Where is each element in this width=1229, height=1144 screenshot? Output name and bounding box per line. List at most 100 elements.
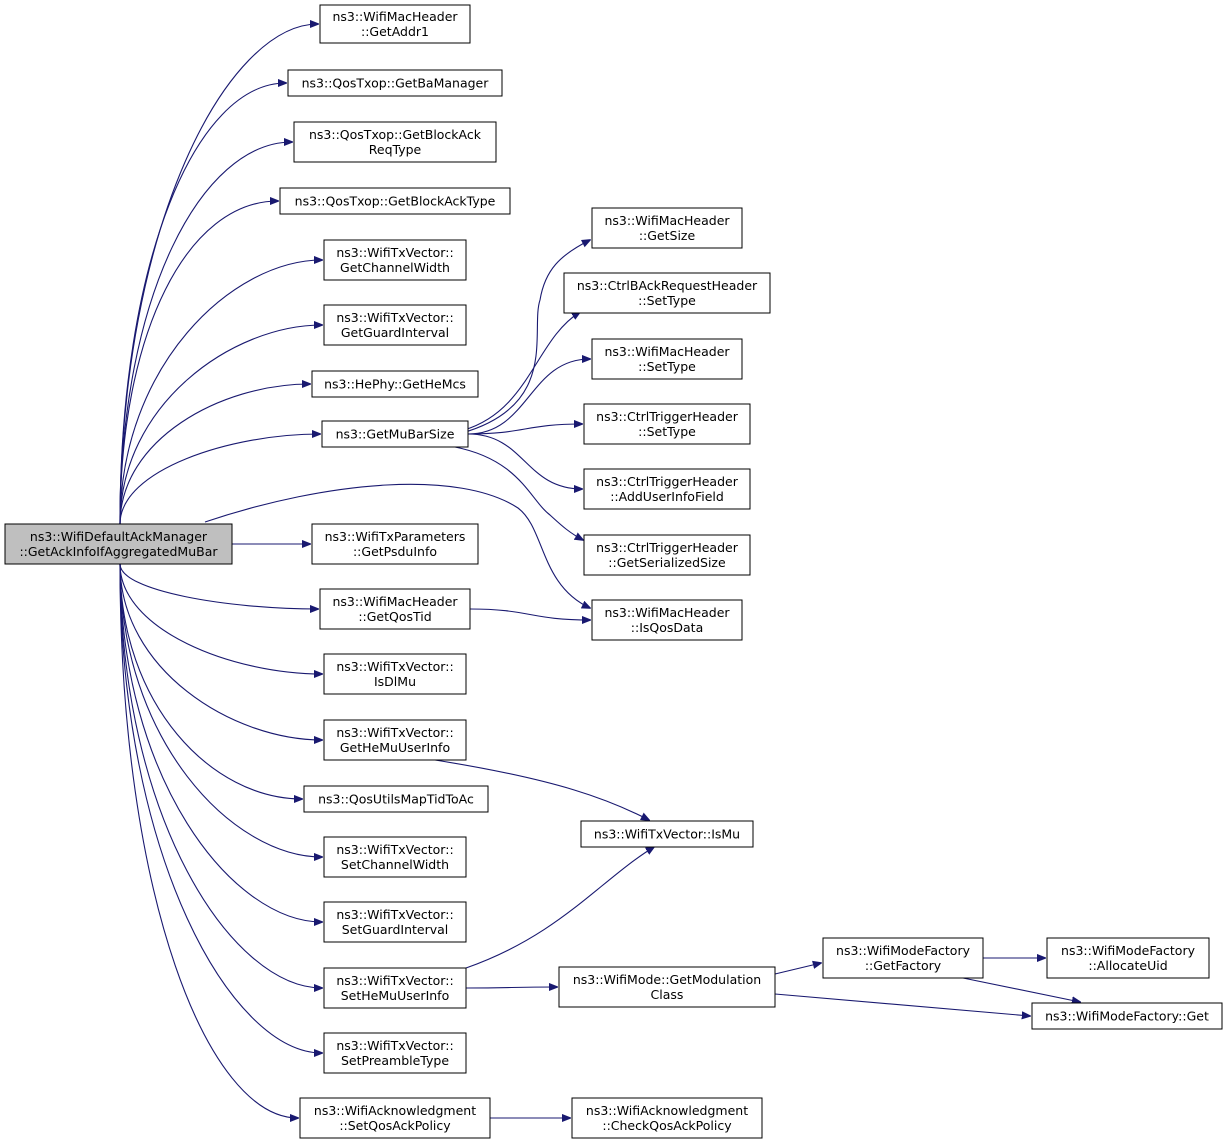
- edge-getmubarsize-to-adduserinfofield: [467, 433, 582, 489]
- node-getsize[interactable]: ns3::WifiMacHeader::GetSize: [591, 207, 743, 249]
- edge-root-to-qosutilsmaptidtoac: [119, 563, 302, 799]
- node-getguardinterval[interactable]: ns3::WifiTxVector::GetGuardInterval: [323, 304, 467, 346]
- node-getblockacktype[interactable]: ns3::QosTxop::GetBlockAckType: [279, 187, 511, 215]
- node-label: GetGuardInterval: [341, 325, 449, 340]
- node-label: Class: [651, 987, 684, 1002]
- node-adduserinfofield[interactable]: ns3::CtrlTriggerHeader::AddUserInfoField: [583, 468, 751, 510]
- node-setqosackpolicy[interactable]: ns3::WifiAcknowledgment::SetQosAckPolicy: [299, 1097, 491, 1139]
- edges-layer: [119, 24, 1080, 1118]
- node-setchannelwidth[interactable]: ns3::WifiTxVector::SetChannelWidth: [323, 836, 467, 878]
- node-getserializedsize[interactable]: ns3::CtrlTriggerHeader::GetSerializedSiz…: [583, 534, 751, 576]
- node-label: ns3::WifiMacHeader: [604, 605, 730, 620]
- node-isdlmu[interactable]: ns3::WifiTxVector::IsDlMu: [323, 653, 467, 695]
- node-ismu[interactable]: ns3::WifiTxVector::IsMu: [580, 820, 754, 848]
- node-box: [1031, 1002, 1223, 1030]
- node-box: [563, 272, 771, 314]
- node-label: ns3::CtrlTriggerHeader: [596, 474, 739, 489]
- node-box: [311, 370, 479, 398]
- node-box: [822, 937, 984, 979]
- node-box: [583, 468, 751, 510]
- node-label: ns3::CtrlTriggerHeader: [596, 409, 739, 424]
- edge-root-to-getaddr1: [119, 24, 318, 525]
- node-label: ns3::WifiTxVector::: [336, 725, 453, 740]
- node-getbamanager[interactable]: ns3::QosTxop::GetBaManager: [287, 69, 503, 97]
- node-label: ::GetSize: [639, 228, 696, 243]
- node-allocateuid[interactable]: ns3::WifiModeFactory::AllocateUid: [1046, 937, 1210, 979]
- node-checkqosackpolicy[interactable]: ns3::WifiAcknowledgment::CheckQosAckPoli…: [571, 1097, 763, 1139]
- node-label: ns3::WifiTxVector::: [336, 973, 453, 988]
- node-label: ns3::WifiTxVector::IsMu: [594, 827, 740, 842]
- node-box: [319, 4, 471, 44]
- node-label: SetGuardInterval: [342, 922, 449, 937]
- node-wifimacheader_settype[interactable]: ns3::WifiMacHeader::SetType: [591, 338, 743, 380]
- node-setguardinterval[interactable]: ns3::WifiTxVector::SetGuardInterval: [323, 901, 467, 943]
- node-box: [323, 653, 467, 695]
- edge-getmubarsize-to-wifimacheader_settype: [467, 359, 590, 435]
- edge-getfactory-to-factoryget: [962, 977, 1080, 1002]
- node-box: [287, 69, 503, 97]
- node-getmubarsize[interactable]: ns3::GetMuBarSize: [321, 420, 469, 448]
- node-getqostid[interactable]: ns3::WifiMacHeader::GetQosTid: [319, 588, 471, 630]
- node-label: SetHeMuUserInfo: [341, 988, 449, 1003]
- node-gethemcs[interactable]: ns3::HePhy::GetHeMcs: [311, 370, 479, 398]
- node-ctrltrigger_settype[interactable]: ns3::CtrlTriggerHeader::SetType: [583, 403, 751, 445]
- node-qosutilsmaptidtoac[interactable]: ns3::QosUtilsMapTidToAc: [303, 785, 489, 813]
- node-label: ::AllocateUid: [1088, 958, 1167, 973]
- node-label: ns3::QosUtilsMapTidToAc: [318, 792, 474, 807]
- node-sethemuuserinfo[interactable]: ns3::WifiTxVector::SetHeMuUserInfo: [323, 967, 467, 1009]
- node-label: ::GetQosTid: [358, 609, 431, 624]
- node-box: [323, 304, 467, 346]
- node-box: [558, 966, 776, 1008]
- node-label: ns3::WifiMacHeader: [604, 213, 730, 228]
- node-label: ns3::WifiAcknowledgment: [314, 1103, 476, 1118]
- node-isqosdata[interactable]: ns3::WifiMacHeader::IsQosData: [591, 599, 743, 641]
- edge-root-to-gethemuuserinfo: [119, 563, 322, 740]
- node-getchannelwidth[interactable]: ns3::WifiTxVector::GetChannelWidth: [323, 239, 467, 281]
- edge-getmubarsize-to-getserializedsize: [454, 446, 583, 540]
- node-label: ::IsQosData: [631, 620, 703, 635]
- node-box: [303, 785, 489, 813]
- node-ctrlbackreq_settype[interactable]: ns3::CtrlBAckRequestHeader::SetType: [563, 272, 771, 314]
- node-label: SetPreambleType: [341, 1053, 449, 1068]
- node-label: ns3::WifiDefaultAckManager: [30, 529, 208, 544]
- edge-root-to-getguardinterval: [119, 325, 322, 525]
- node-getaddr1[interactable]: ns3::WifiMacHeader::GetAddr1: [319, 4, 471, 44]
- node-box: [299, 1097, 491, 1139]
- node-box: [293, 121, 497, 163]
- edge-getmubarsize-to-getsize: [461, 240, 590, 434]
- node-label: ns3::GetMuBarSize: [336, 427, 455, 442]
- node-box: [321, 420, 469, 448]
- node-label: ns3::WifiMacHeader: [332, 594, 458, 609]
- node-setpreambletype[interactable]: ns3::WifiTxVector::SetPreambleType: [323, 1032, 467, 1074]
- node-getfactory[interactable]: ns3::WifiModeFactory::GetFactory: [822, 937, 984, 979]
- node-label: ns3::WifiMacHeader: [604, 344, 730, 359]
- edge-getqostid-to-isqosdata: [469, 608, 590, 620]
- node-label: ns3::WifiModeFactory: [1061, 943, 1196, 958]
- node-box: [591, 207, 743, 249]
- edge-root-to-getmubarsize: [119, 434, 320, 525]
- node-gethemuuserinfo[interactable]: ns3::WifiTxVector::GetHeMuUserInfo: [323, 719, 467, 761]
- node-label: ReqType: [369, 142, 422, 157]
- node-label: ::SetType: [638, 424, 696, 439]
- node-label: ::SetType: [638, 293, 696, 308]
- node-box: [323, 239, 467, 281]
- node-getpsduinfo[interactable]: ns3::WifiTxParameters::GetPsduInfo: [311, 523, 479, 565]
- node-label: ns3::HePhy::GetHeMcs: [324, 377, 466, 392]
- node-label: ns3::WifiTxParameters: [325, 529, 466, 544]
- node-box: [1046, 937, 1210, 979]
- node-label: ns3::WifiTxVector::: [336, 659, 453, 674]
- node-label: GetHeMuUserInfo: [340, 740, 450, 755]
- node-label: SetChannelWidth: [341, 857, 449, 872]
- node-factoryget[interactable]: ns3::WifiModeFactory::Get: [1031, 1002, 1223, 1030]
- edge-root-to-getchannelwidth: [119, 260, 322, 525]
- nodes-layer: ns3::WifiDefaultAckManager::GetAckInfoIf…: [4, 4, 1223, 1139]
- node-label: ::GetFactory: [865, 958, 942, 973]
- edge-root-to-isqosdata: [204, 483, 590, 608]
- node-root[interactable]: ns3::WifiDefaultAckManager::GetAckInfoIf…: [4, 523, 233, 565]
- node-label: ns3::WifiMacHeader: [332, 9, 458, 24]
- edge-root-to-sethemuuserinfo: [119, 563, 322, 988]
- edge-root-to-isdlmu: [119, 563, 322, 674]
